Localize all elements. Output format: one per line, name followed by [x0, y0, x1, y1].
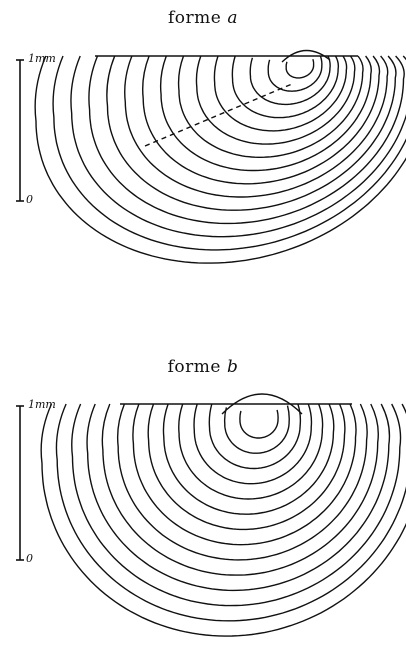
figure-a-title-word: forme [168, 8, 222, 28]
figure-a-letter: a [227, 8, 238, 28]
growth-ring-a [231, 55, 340, 119]
growth-ring-a [213, 55, 348, 132]
growth-ring-a [34, 55, 406, 264]
growth-ring-a [52, 55, 406, 251]
growth-ring-a [88, 55, 405, 225]
scale-bar-b [16, 405, 24, 561]
growth-ring-b [147, 403, 346, 531]
growth-ring-a [267, 55, 323, 92]
shell-b-drawing: 1mm 0 [16, 393, 406, 637]
umbo-b [221, 393, 303, 415]
growth-ring-b [101, 403, 379, 576]
growth-ring-b [193, 403, 313, 485]
growth-ring-b [178, 403, 324, 500]
growth-ring-a [142, 55, 381, 185]
growth-ring-b [223, 405, 290, 454]
growth-ring-b [55, 403, 406, 622]
growth-ring-b [162, 403, 335, 515]
scale-b-top-label: 1mm [28, 398, 56, 411]
growth-rings-a [34, 49, 406, 264]
scale-bar-a [16, 59, 24, 202]
growth-ring-b [86, 403, 391, 592]
growth-ring-a [124, 55, 389, 198]
scale-b-bottom-label: 0 [26, 552, 33, 565]
growth-ring-a [195, 55, 356, 145]
figure-b-title-word: forme [167, 357, 221, 377]
growth-ring-a [285, 58, 315, 79]
growth-ring-a [177, 55, 364, 158]
growth-ring-a [106, 55, 397, 211]
growth-ring-b [116, 403, 368, 561]
growth-ring-b [132, 403, 357, 546]
shell-a-drawing: 1mm 0 [16, 49, 406, 264]
figure-b-letter: b [226, 357, 239, 377]
growth-ring-b [71, 403, 402, 607]
growth-rings-b [40, 393, 406, 637]
scale-a-bottom-label: 0 [26, 193, 33, 206]
growth-ring-a [70, 55, 406, 238]
growth-ring-b [208, 403, 302, 470]
ligament-line-a [144, 83, 293, 147]
growth-ring-b [40, 403, 406, 637]
growth-ring-a [249, 55, 331, 106]
umbo-a [281, 49, 331, 63]
growth-ring-b [239, 409, 279, 439]
growth-ring-a [159, 55, 372, 172]
scale-a-top-label: 1mm [28, 52, 56, 65]
